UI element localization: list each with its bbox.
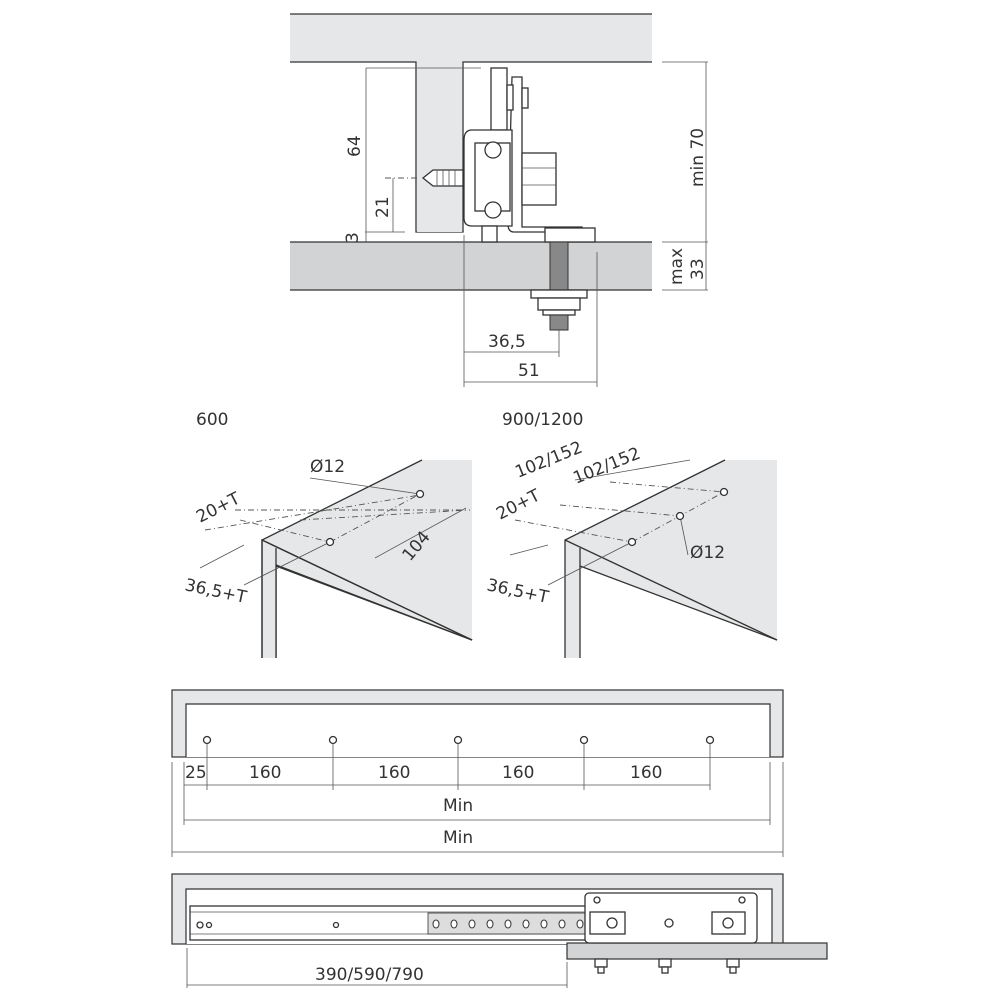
bolt-icon — [594, 958, 608, 974]
hole-icon — [579, 735, 589, 745]
dim-first-hole: 25 — [185, 763, 207, 783]
rail-hole — [522, 919, 530, 929]
iso-600-hole-dia: Ø12 — [310, 457, 345, 477]
dim-rail-length: 390/590/790 — [315, 965, 424, 985]
iso-view-900-1200: 900/1200 102/152 102/152 20+T Ø12 36,5+T — [485, 410, 778, 658]
hole-icon — [719, 487, 729, 497]
dim-51: 51 — [518, 361, 540, 381]
bolt-icon — [658, 958, 672, 974]
rail-hole — [468, 919, 476, 929]
iso-900-offset-front: 36,5+T — [485, 575, 551, 608]
dim-spacing: 160 — [630, 763, 662, 783]
hole-icon — [325, 537, 335, 547]
rail-view: 390/590/790 — [171, 873, 828, 988]
hole-icon — [675, 511, 685, 521]
hole-icon — [705, 735, 715, 745]
rail-hole — [486, 919, 494, 929]
hole-layout-view: 25 160 160 160 160 Min Min — [171, 689, 784, 857]
iso-900-offset-top: 20+T — [493, 485, 544, 524]
iso-600-offset-top: 20+T — [193, 488, 244, 527]
iso-900-title: 900/1200 — [502, 410, 583, 430]
hole-icon — [328, 735, 338, 745]
iso-600-offset-front: 36,5+T — [183, 575, 249, 608]
hole-icon — [453, 735, 463, 745]
hole-icon — [627, 537, 637, 547]
mounting-bracket — [421, 67, 596, 331]
bolt-icon — [726, 958, 740, 974]
rail-hole — [576, 919, 584, 929]
base-board — [566, 942, 828, 960]
dim-max: max — [667, 248, 687, 285]
iso-900-hole-dia: Ø12 — [690, 543, 725, 563]
dim-36-5: 36,5 — [488, 332, 526, 352]
side-panel — [417, 62, 462, 232]
rail-hole — [558, 919, 566, 929]
dim-min-inner: Min — [443, 796, 473, 816]
dim-spacing: 160 — [249, 763, 281, 783]
top-panel — [290, 14, 652, 62]
rail-hole — [450, 919, 458, 929]
dim-spacing: 160 — [378, 763, 410, 783]
bottom-panel — [290, 242, 652, 290]
dim-min-outer: Min — [443, 828, 473, 848]
hole-icon — [202, 735, 212, 745]
dim-3: 3 — [343, 232, 363, 243]
side-view: 64 21 3 min 70 max 33 36,5 51 — [290, 13, 708, 387]
dim-min-70: min 70 — [688, 128, 708, 187]
dim-64: 64 — [345, 135, 365, 157]
rail-hole — [432, 919, 440, 929]
iso-600-title: 600 — [196, 410, 228, 430]
dim-33: 33 — [688, 258, 708, 280]
hole-icon — [415, 489, 425, 499]
dim-spacing: 160 — [502, 763, 534, 783]
iso-view-600: 600 Ø12 20+T 104 36,5+T — [183, 410, 473, 658]
rail-hole — [504, 919, 512, 929]
rail-hole — [540, 919, 548, 929]
dim-21: 21 — [373, 196, 393, 218]
